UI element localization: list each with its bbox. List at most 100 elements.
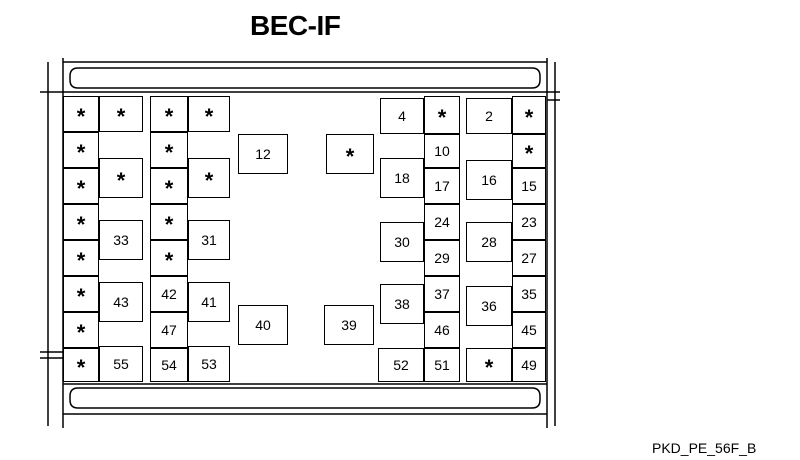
terminal-cell-35: 35 bbox=[512, 276, 546, 312]
terminal-cell-unused: * bbox=[63, 204, 99, 240]
terminal-label: 36 bbox=[481, 298, 497, 314]
terminal-cell-unused: * bbox=[99, 158, 143, 198]
terminal-cell-15: 15 bbox=[512, 168, 546, 204]
terminal-label: 40 bbox=[255, 317, 271, 333]
terminal-cell-29: 29 bbox=[424, 240, 460, 276]
terminal-label: 37 bbox=[434, 286, 450, 302]
terminal-cell-39: 39 bbox=[324, 305, 374, 345]
terminal-cell-46: 46 bbox=[424, 312, 460, 348]
terminal-label: * bbox=[76, 212, 86, 237]
terminal-cell-36: 36 bbox=[466, 286, 512, 326]
terminal-label: 43 bbox=[113, 294, 129, 310]
terminal-cell-unused: * bbox=[63, 348, 99, 382]
terminal-label: * bbox=[164, 140, 174, 165]
terminal-cell-55: 55 bbox=[99, 346, 143, 382]
terminal-cell-31: 31 bbox=[188, 220, 230, 260]
terminal-label: 41 bbox=[201, 294, 217, 310]
terminal-label: 17 bbox=[434, 178, 450, 194]
terminal-label: * bbox=[76, 104, 86, 129]
terminal-label: * bbox=[164, 212, 174, 237]
terminal-label: 29 bbox=[434, 250, 450, 266]
terminal-label: 52 bbox=[393, 357, 409, 373]
terminal-label: 2 bbox=[485, 108, 493, 124]
terminal-label: * bbox=[204, 104, 214, 129]
terminal-cell-47: 47 bbox=[150, 312, 188, 348]
terminal-cell-42: 42 bbox=[150, 276, 188, 312]
terminal-label: 30 bbox=[394, 234, 410, 250]
terminal-label: 45 bbox=[521, 322, 537, 338]
terminal-cell-38: 38 bbox=[380, 284, 424, 324]
terminal-label: 31 bbox=[201, 232, 217, 248]
terminal-cell-53: 53 bbox=[188, 346, 230, 382]
terminal-label: * bbox=[164, 248, 174, 273]
terminal-label: 16 bbox=[481, 172, 497, 188]
terminal-label: * bbox=[76, 176, 86, 201]
terminal-label: 4 bbox=[398, 108, 406, 124]
terminal-label: 12 bbox=[255, 146, 271, 162]
terminal-cell-unused: * bbox=[150, 96, 188, 132]
terminal-cell-unused: * bbox=[326, 134, 374, 174]
terminal-cell-unused: * bbox=[63, 312, 99, 348]
terminal-label: 47 bbox=[161, 322, 177, 338]
terminal-cell-10: 10 bbox=[424, 134, 460, 168]
terminal-cell-unused: * bbox=[188, 158, 230, 198]
terminal-label: * bbox=[76, 320, 86, 345]
terminal-cell-30: 30 bbox=[380, 222, 424, 262]
terminal-label: * bbox=[524, 105, 534, 130]
terminal-label: 39 bbox=[341, 317, 357, 333]
terminal-label: * bbox=[204, 168, 214, 193]
terminal-label: * bbox=[76, 355, 86, 380]
terminal-label: * bbox=[76, 284, 86, 309]
terminal-cell-unused: * bbox=[99, 96, 143, 132]
terminal-cell-unused: * bbox=[188, 96, 230, 132]
terminal-label: 49 bbox=[521, 357, 537, 373]
terminal-cell-unused: * bbox=[150, 204, 188, 240]
terminal-cell-unused: * bbox=[512, 96, 546, 134]
terminal-label: * bbox=[345, 144, 355, 169]
terminal-cell-45: 45 bbox=[512, 312, 546, 348]
terminal-label: 27 bbox=[521, 250, 537, 266]
terminal-label: 53 bbox=[201, 356, 217, 372]
terminal-label: 23 bbox=[521, 214, 537, 230]
terminal-cell-2: 2 bbox=[466, 98, 512, 134]
terminal-cell-unused: * bbox=[424, 96, 460, 134]
terminal-cell-unused: * bbox=[466, 348, 512, 382]
terminal-cell-41: 41 bbox=[188, 282, 230, 322]
terminal-cell-18: 18 bbox=[380, 158, 424, 198]
terminal-label: 15 bbox=[521, 178, 537, 194]
terminal-cell-unused: * bbox=[150, 240, 188, 276]
terminal-cell-49: 49 bbox=[512, 348, 546, 382]
terminal-label: 51 bbox=[434, 357, 450, 373]
terminal-label: * bbox=[164, 104, 174, 129]
terminal-label: 24 bbox=[434, 214, 450, 230]
terminal-cell-52: 52 bbox=[378, 348, 424, 382]
terminal-label: * bbox=[437, 105, 447, 130]
terminal-label: 35 bbox=[521, 286, 537, 302]
diagram-code: PKD_PE_56F_B bbox=[652, 440, 757, 456]
terminal-label: 38 bbox=[394, 296, 410, 312]
terminal-cell-51: 51 bbox=[424, 348, 460, 382]
terminal-cell-unused: * bbox=[150, 168, 188, 204]
terminal-cell-unused: * bbox=[150, 132, 188, 168]
terminal-cell-unused: * bbox=[63, 276, 99, 312]
terminal-label: 33 bbox=[113, 232, 129, 248]
terminal-label: * bbox=[76, 248, 86, 273]
terminal-cell-24: 24 bbox=[424, 204, 460, 240]
terminal-cell-unused: * bbox=[512, 134, 546, 168]
terminal-label: * bbox=[484, 355, 494, 380]
diagram-title: BEC-IF bbox=[250, 10, 341, 41]
terminal-label: 28 bbox=[481, 234, 497, 250]
terminal-label: * bbox=[524, 141, 534, 166]
terminal-label: 42 bbox=[161, 286, 177, 302]
terminal-cell-37: 37 bbox=[424, 276, 460, 312]
terminal-label: * bbox=[116, 104, 126, 129]
terminal-cell-unused: * bbox=[63, 168, 99, 204]
terminal-label: 10 bbox=[434, 143, 450, 159]
terminal-cell-23: 23 bbox=[512, 204, 546, 240]
terminal-label: 46 bbox=[434, 322, 450, 338]
terminal-cell-54: 54 bbox=[150, 348, 188, 382]
terminal-label: * bbox=[116, 168, 126, 193]
terminal-label: 18 bbox=[394, 170, 410, 186]
